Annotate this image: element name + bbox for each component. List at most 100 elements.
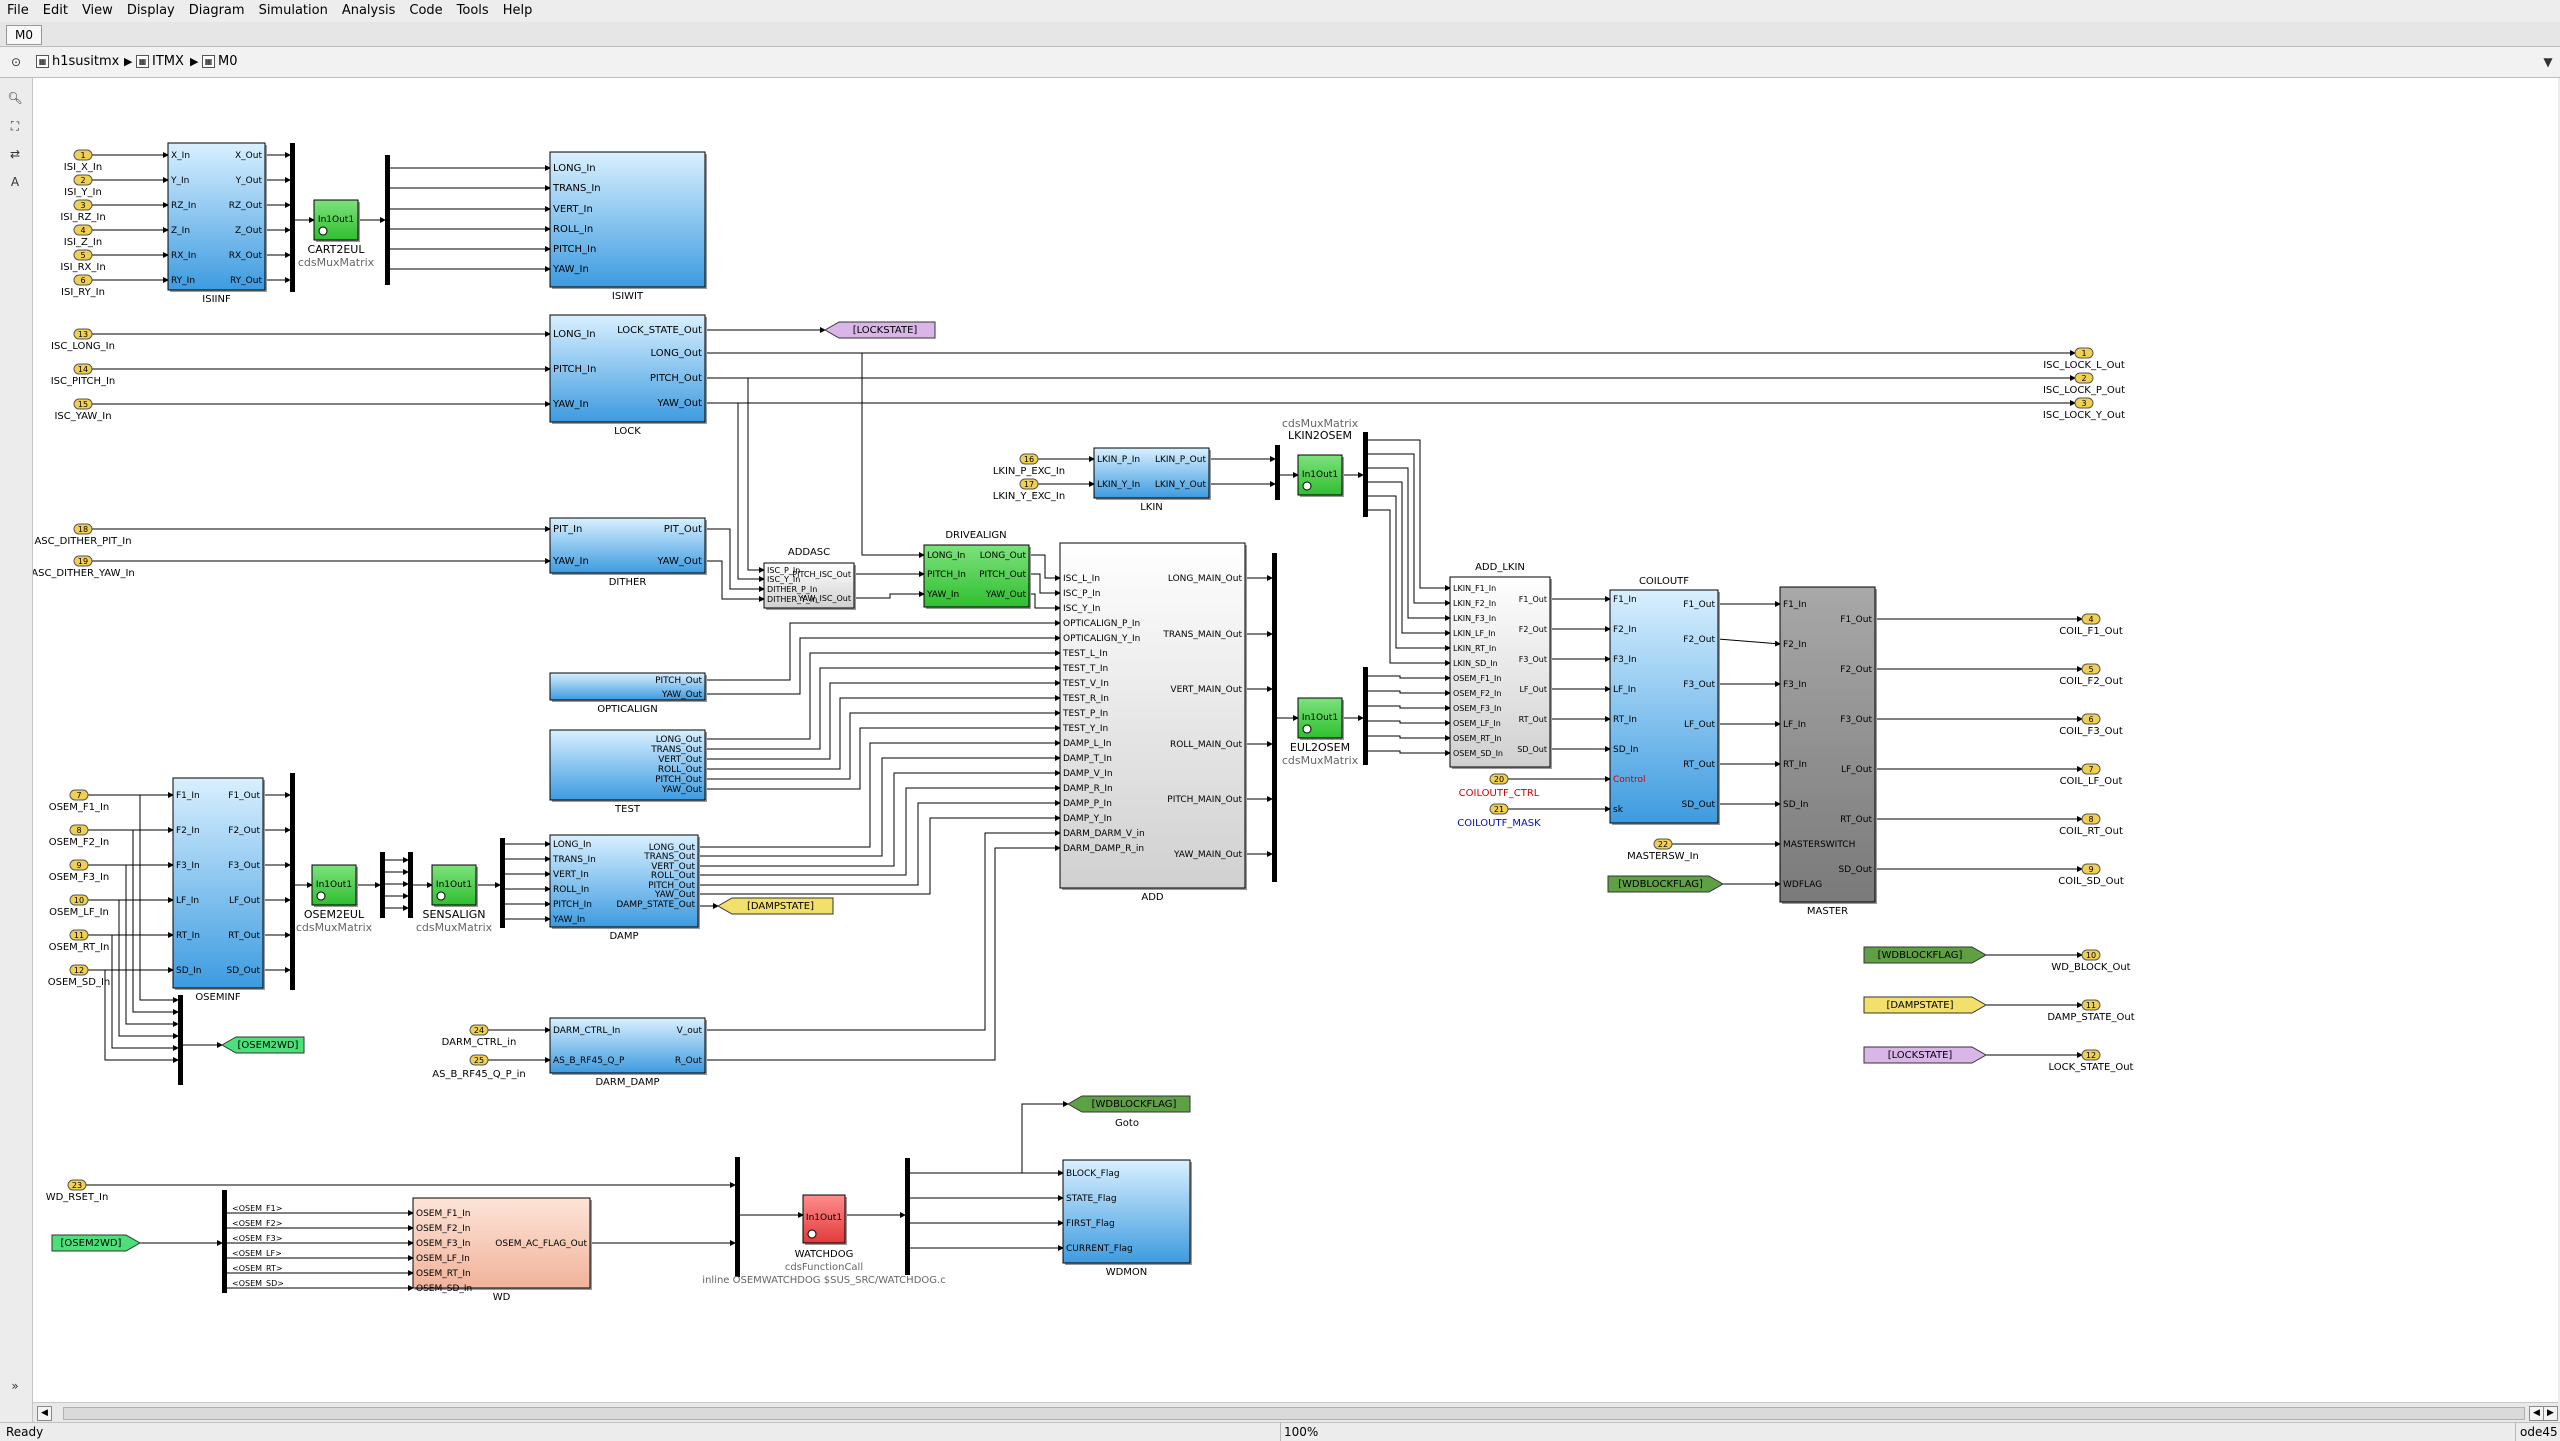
- breadcrumb-root[interactable]: ▦h1susitmx: [36, 54, 119, 70]
- breadcrumb-m0[interactable]: ▦M0: [202, 54, 238, 70]
- scroll-left-icon[interactable]: ◀: [2529, 1406, 2544, 1421]
- hide-browser-icon[interactable]: ⊙: [10, 55, 22, 69]
- port-oval[interactable]: [73, 149, 93, 161]
- port-oval[interactable]: [67, 1179, 87, 1191]
- port-oval[interactable]: [73, 555, 93, 567]
- block-body[interactable]: [1059, 542, 1246, 889]
- block-master[interactable]: F1_InF2_InF3_InLF_InRT_InSD_InMASTERSWIT…: [1779, 586, 1877, 917]
- port-oval[interactable]: [73, 224, 93, 236]
- port-oval[interactable]: [469, 1054, 489, 1066]
- block-body[interactable]: [549, 672, 706, 701]
- port-oval[interactable]: [2081, 663, 2101, 675]
- menu-edit[interactable]: Edit: [42, 3, 68, 18]
- from-tag-lockstate[interactable]: [LOCKSTATE]: [1863, 1046, 1988, 1064]
- port-oval[interactable]: [1489, 803, 1509, 815]
- tag-shape[interactable]: [823, 321, 936, 339]
- block-diagram[interactable]: 1ISI_X_In2ISI_Y_In3ISI_RZ_In4ISI_Z_In5IS…: [33, 78, 2558, 1402]
- menu-file[interactable]: File: [7, 3, 29, 18]
- block-body[interactable]: [923, 544, 1030, 608]
- scroll-thumb[interactable]: [63, 1407, 2525, 1420]
- block-body[interactable]: [763, 562, 855, 609]
- block-isiinf[interactable]: X_InY_InRZ_InZ_InRX_InRY_InX_OutY_OutRZ_…: [167, 142, 267, 305]
- block-add[interactable]: ISC_L_InISC_P_InISC_Y_InOPTICALIGN_P_InO…: [1059, 542, 1247, 903]
- from-tag-wdblockflag[interactable]: [WDBLOCKFLAG]: [1607, 875, 1725, 893]
- block-body[interactable]: [1062, 1159, 1191, 1264]
- port-oval[interactable]: [2081, 1049, 2101, 1061]
- block-body[interactable]: [167, 142, 266, 291]
- port-oval[interactable]: [2081, 999, 2101, 1011]
- port-oval[interactable]: [69, 859, 89, 871]
- tag-shape[interactable]: [1863, 1046, 1988, 1064]
- tag-shape[interactable]: [1066, 1095, 1191, 1113]
- block-body[interactable]: [1609, 589, 1719, 824]
- menu-code[interactable]: Code: [409, 3, 443, 18]
- block-coiloutf[interactable]: F1_InF2_InF3_InLF_InRT_InSD_InControlskF…: [1609, 589, 1720, 825]
- block-isiwit[interactable]: LONG_InTRANS_InVERT_InROLL_InPITCH_InYAW…: [549, 151, 707, 302]
- tag-shape[interactable]: [716, 897, 834, 915]
- port-oval[interactable]: [2081, 763, 2101, 775]
- block-body[interactable]: [549, 314, 706, 423]
- block-body[interactable]: [1449, 576, 1551, 768]
- port-oval[interactable]: [73, 398, 93, 410]
- menu-simulation[interactable]: Simulation: [258, 3, 328, 18]
- block-addasc[interactable]: ISC_P_InISC_Y_InDITHER_P_InDITHER_Y_InPI…: [763, 562, 856, 610]
- block-wd[interactable]: OSEM_F1_InOSEM_F2_InOSEM_F3_InOSEM_LF_In…: [412, 1197, 592, 1303]
- model-tab[interactable]: M0: [6, 25, 42, 45]
- from-tag-wdblockflag[interactable]: [WDBLOCKFLAG]: [1863, 946, 1988, 964]
- tag-shape[interactable]: [1607, 875, 1725, 893]
- scroll-right-icon[interactable]: ▶: [2543, 1406, 2558, 1421]
- block-wdmon[interactable]: BLOCK_FlagSTATE_FlagFIRST_FlagCURRENT_Fl…: [1062, 1159, 1192, 1278]
- block-damp[interactable]: LONG_InTRANS_InVERT_InROLL_InPITCH_InYAW…: [549, 834, 700, 942]
- goto-tag-lockstate[interactable]: [LOCKSTATE]: [823, 321, 936, 339]
- chevron-down-icon[interactable]: ▼: [2543, 55, 2553, 69]
- block-body[interactable]: [412, 1197, 591, 1289]
- goto-tag-dampstate[interactable]: [DAMPSTATE]: [716, 897, 834, 915]
- port-oval[interactable]: [69, 824, 89, 836]
- zoom-icon[interactable]: 🔍︎: [7, 91, 23, 105]
- tag-shape[interactable]: [1863, 946, 1988, 964]
- block-body[interactable]: [172, 777, 264, 989]
- tag-shape[interactable]: [220, 1036, 305, 1054]
- block-body[interactable]: [549, 834, 699, 928]
- from-tag-osem2wd[interactable]: [OSEM2WD]: [51, 1234, 142, 1252]
- horizontal-scrollbar[interactable]: ◀ ◀ ▶: [33, 1402, 2558, 1423]
- breadcrumb-itmx[interactable]: ▦ITMX: [136, 54, 184, 70]
- block-darm-damp[interactable]: DARM_CTRL_InAS_B_RF45_Q_PV_outR_OutDARM_…: [549, 1017, 707, 1088]
- menu-help[interactable]: Help: [502, 3, 533, 18]
- block-body[interactable]: [549, 151, 706, 288]
- port-oval[interactable]: [73, 249, 93, 261]
- port-oval[interactable]: [73, 328, 93, 340]
- expand-icon[interactable]: »: [11, 1379, 19, 1393]
- block-lkin[interactable]: LKIN_P_InLKIN_Y_InLKIN_P_OutLKIN_Y_OutLK…: [1093, 447, 1211, 513]
- port-oval[interactable]: [2081, 863, 2101, 875]
- block-drivealign[interactable]: LONG_InPITCH_InYAW_InLONG_OutPITCH_OutYA…: [923, 544, 1031, 609]
- goto-tag-wdblockflag[interactable]: [WDBLOCKFLAG]: [1066, 1095, 1191, 1113]
- port-oval[interactable]: [469, 1024, 489, 1036]
- block-lock[interactable]: LONG_InPITCH_InYAW_InLOCK_STATE_OutLONG_…: [549, 314, 707, 437]
